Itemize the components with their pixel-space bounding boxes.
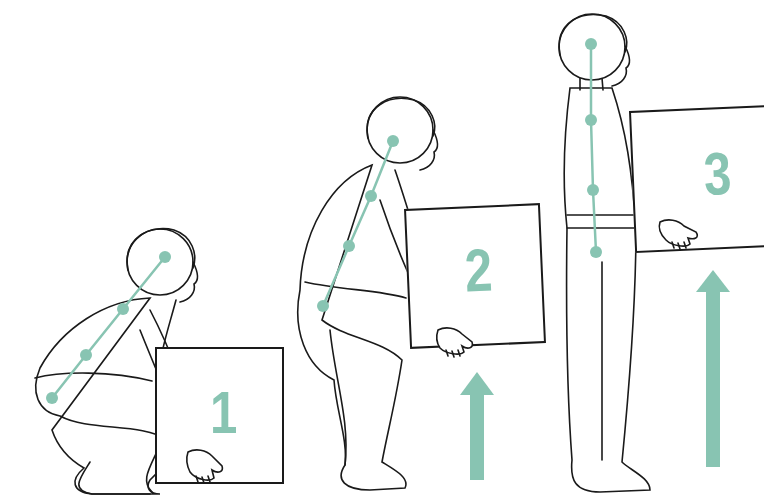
figure-outline	[187, 450, 223, 480]
figure-outline	[559, 15, 627, 55]
figure-outline	[36, 298, 173, 494]
spine-dot	[317, 300, 329, 312]
step-number: 2	[464, 241, 494, 302]
spine-dot	[387, 135, 399, 147]
arrow-shape	[460, 372, 494, 395]
spine-dot	[117, 303, 129, 315]
figure-outline	[298, 165, 406, 490]
lift-box: 2	[404, 203, 546, 349]
lift-box: 3	[629, 105, 764, 253]
figure-outline	[305, 282, 406, 298]
spine-line	[591, 44, 596, 252]
figure-outline	[180, 262, 198, 302]
spine-dot	[365, 190, 377, 202]
spine-dot	[585, 114, 597, 126]
standing-figure	[559, 14, 650, 492]
arm-hand	[659, 220, 697, 249]
arrow-shape	[706, 290, 720, 467]
figure-outline	[367, 99, 435, 138]
figure-outline	[567, 215, 636, 228]
arrow-shape	[696, 270, 730, 292]
spine-dot	[585, 38, 597, 50]
figure-outline	[35, 373, 152, 381]
step-number: 3	[703, 144, 733, 205]
arrow-shape	[470, 393, 484, 480]
figure-outline	[659, 220, 697, 246]
spine-line	[323, 141, 393, 306]
spine-dot	[46, 392, 58, 404]
spine-dot	[590, 246, 602, 258]
figure-outline	[612, 46, 630, 86]
lift-box: 1	[155, 347, 284, 484]
spine-line	[52, 257, 165, 398]
spine-dot	[343, 240, 355, 252]
step-number: 1	[210, 383, 237, 443]
arm-hand	[187, 450, 223, 483]
figure-outline	[330, 330, 346, 465]
spine-dot	[159, 251, 171, 263]
figure-outline	[437, 328, 473, 354]
figure-outline	[601, 262, 603, 460]
spine-dot	[80, 349, 92, 361]
figure-outline	[196, 476, 210, 483]
arm-hand	[437, 328, 473, 357]
figure-outline	[446, 350, 460, 357]
spine-dot	[587, 184, 599, 196]
figure-outline	[672, 242, 686, 249]
lift-arrow	[696, 270, 730, 467]
figure-outline	[79, 462, 150, 494]
lift-arrow	[460, 372, 494, 480]
figure-outline	[420, 130, 438, 170]
